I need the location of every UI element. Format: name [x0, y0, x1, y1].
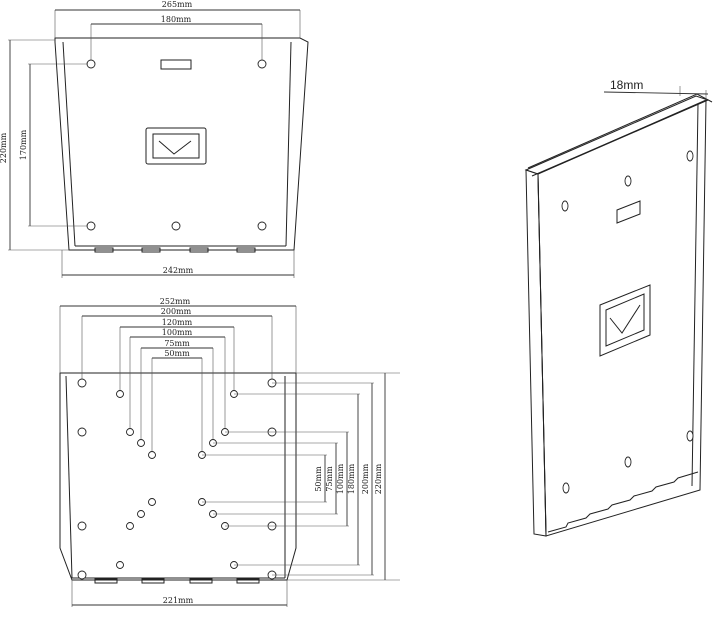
vesa-hole	[148, 498, 156, 506]
dim-label-180: 180mm	[161, 15, 192, 24]
vesa-hole	[137, 510, 145, 518]
iso-hole	[686, 150, 694, 162]
dim-label-100: 100mm	[162, 328, 193, 337]
vesa-hole	[148, 451, 156, 459]
dim-label-252: 252mm	[160, 297, 191, 306]
dim-label-180-vertical: 180mm	[347, 463, 356, 494]
vesa-hole	[137, 439, 145, 447]
mount-hole	[86, 221, 96, 231]
iso-hole	[562, 482, 570, 494]
iso-slot	[616, 200, 641, 224]
iso-bottom-tabs	[547, 471, 699, 533]
mount-hole	[171, 221, 181, 231]
dim-line-18	[603, 91, 709, 95]
iso-hole	[561, 200, 569, 212]
dim-label-100-vertical: 100mm	[336, 463, 345, 494]
top-tab	[189, 247, 209, 253]
dim-label-242: 242mm	[163, 266, 194, 275]
bottom-tab	[236, 578, 260, 584]
dim-label-75: 75mm	[164, 339, 190, 348]
dim-label-200-vertical: 200mm	[361, 463, 370, 494]
top-view: 265mm 180mm 220mm 170mm 242mm	[0, 0, 309, 278]
dim-label-170: 170mm	[19, 129, 28, 160]
top-tab	[141, 247, 161, 253]
iso-hole	[686, 430, 694, 442]
top-logo-mark	[158, 140, 192, 155]
bottom-tab	[94, 578, 118, 584]
iso-left-fold	[537, 177, 547, 533]
mount-hole	[86, 59, 96, 69]
top-plate-left-fold	[62, 41, 76, 247]
top-plate-outline	[54, 37, 309, 251]
iso-inner-rail	[531, 103, 699, 177]
vesa-hole	[77, 378, 87, 388]
vesa-hole	[126, 428, 134, 436]
dim-label-75-vertical: 75mm	[325, 466, 334, 492]
iso-hole	[624, 456, 632, 468]
top-logo-inner	[152, 133, 200, 159]
bottom-tab	[189, 578, 213, 584]
vesa-hole	[116, 561, 124, 569]
vesa-hole	[116, 390, 124, 398]
vesa-hole	[77, 521, 87, 531]
bottom-tab	[141, 578, 165, 584]
mount-hole	[257, 59, 267, 69]
dim-label-200: 200mm	[161, 307, 192, 316]
iso-left-edge	[525, 169, 547, 537]
vesa-hole	[77, 570, 87, 580]
iso-right-fold	[691, 103, 699, 487]
bottom-view: 252mm 200mm 120mm 100mm 75mm 50mm 50mm 7…	[59, 297, 400, 607]
dim-label-265: 265mm	[162, 0, 193, 9]
mount-hole	[257, 221, 267, 231]
top-plate-right-fold	[285, 41, 292, 247]
dim-label-220: 220mm	[0, 132, 8, 163]
iso-logo-mark	[609, 304, 641, 334]
iso-hole	[624, 175, 632, 187]
top-logo-frame	[145, 127, 207, 165]
top-tab	[236, 247, 256, 253]
dim-label-50-vertical: 50mm	[314, 466, 323, 492]
dim-label-50: 50mm	[164, 349, 190, 358]
top-tab	[94, 247, 114, 253]
bottom-plate-outline	[59, 372, 297, 581]
dim-label-220-vertical: 220mm	[374, 463, 383, 494]
iso-top-edge	[524, 95, 710, 175]
iso-logo-frame	[599, 284, 651, 357]
isometric-view: 18mm	[524, 78, 713, 537]
dim-label-221: 221mm	[163, 596, 194, 605]
iso-logo-inner	[605, 293, 645, 347]
dim-label-18: 18mm	[610, 78, 643, 92]
vesa-hole	[126, 522, 134, 530]
dim-label-120: 120mm	[162, 318, 193, 327]
iso-front-face	[537, 99, 707, 537]
top-slot	[160, 59, 192, 70]
vesa-hole	[77, 427, 87, 437]
bottom-plate-left-fold	[65, 375, 73, 579]
